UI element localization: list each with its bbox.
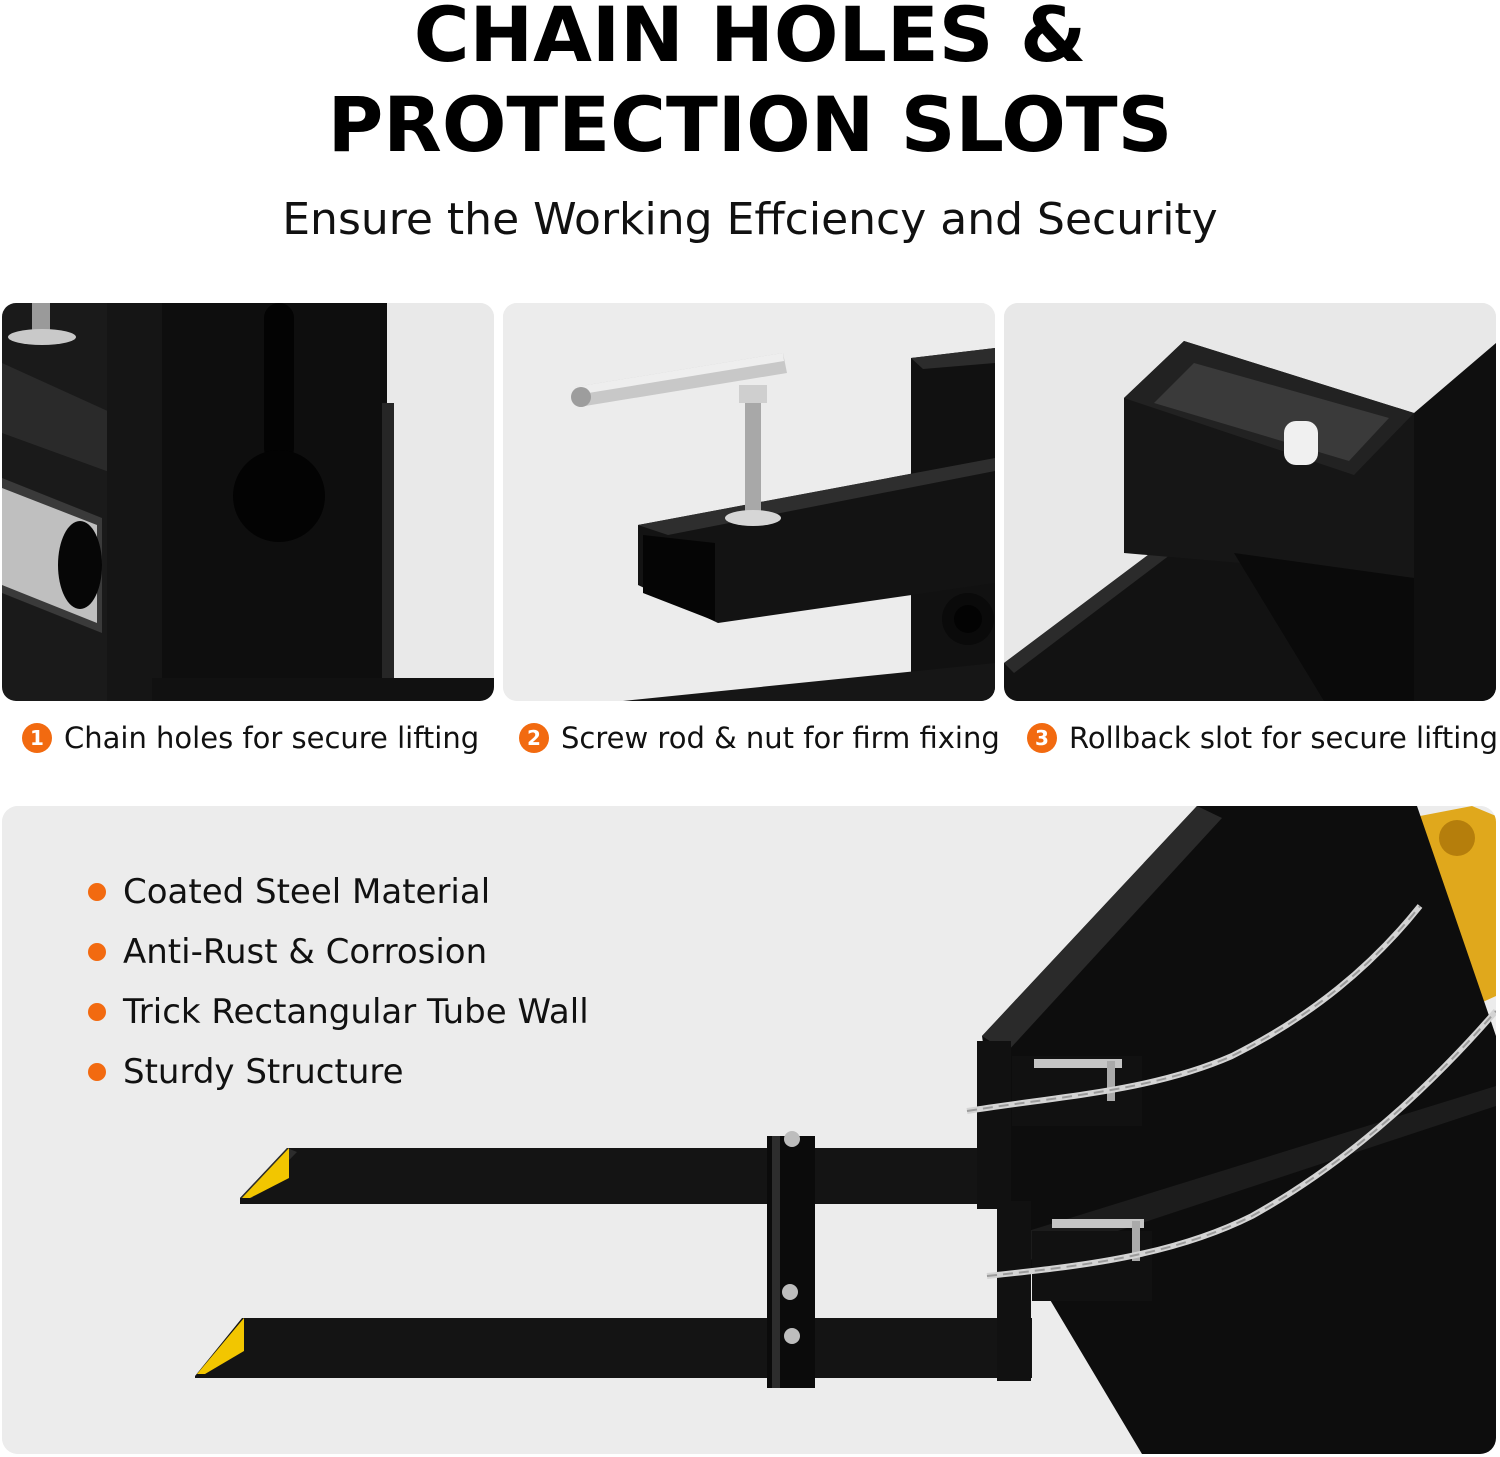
number-badge: 2 [519, 723, 549, 753]
feature-text: Trick Rectangular Tube Wall [123, 992, 589, 1032]
bullet-dot-icon [88, 1063, 106, 1081]
detail-photo-screw-rod [503, 303, 995, 701]
caption-text: Screw rod & nut for firm fixing [561, 721, 1000, 755]
feature-item: Coated Steel Material [88, 862, 589, 922]
product-photo-clamp-on-forks [2, 806, 1496, 1454]
feature-text: Anti-Rust & Corrosion [123, 932, 488, 972]
number-badge: 1 [22, 723, 52, 753]
title-line-1: CHAIN HOLES & [413, 0, 1087, 79]
bullet-dot-icon [88, 1003, 106, 1021]
feature-text: Coated Steel Material [123, 872, 491, 912]
bullet-dot-icon [88, 943, 106, 961]
detail-caption-2: 2 Screw rod & nut for firm fixing [519, 718, 1000, 758]
feature-list: Coated Steel Material Anti-Rust & Corros… [88, 862, 589, 1102]
subtitle: Ensure the Working Effciency and Securit… [282, 194, 1218, 245]
feature-text: Sturdy Structure [123, 1052, 404, 1092]
detail-photo-chain-holes [2, 303, 494, 701]
detail-caption-3: 3 Rollback slot for secure lifting [1027, 718, 1498, 758]
caption-text: Rollback slot for secure lifting [1069, 721, 1499, 755]
headline: CHAIN HOLES & PROTECTION SLOTS Ensure th… [0, 0, 1500, 245]
feature-item: Sturdy Structure [88, 1042, 589, 1102]
feature-item: Trick Rectangular Tube Wall [88, 982, 589, 1042]
bullet-dot-icon [88, 883, 106, 901]
detail-photo-rollback-slot [1004, 303, 1496, 701]
title-line-2: PROTECTION SLOTS [327, 80, 1173, 169]
feature-item: Anti-Rust & Corrosion [88, 922, 589, 982]
number-badge: 3 [1027, 723, 1057, 753]
detail-caption-1: 1 Chain holes for secure lifting [22, 718, 479, 758]
caption-text: Chain holes for secure lifting [64, 721, 480, 755]
